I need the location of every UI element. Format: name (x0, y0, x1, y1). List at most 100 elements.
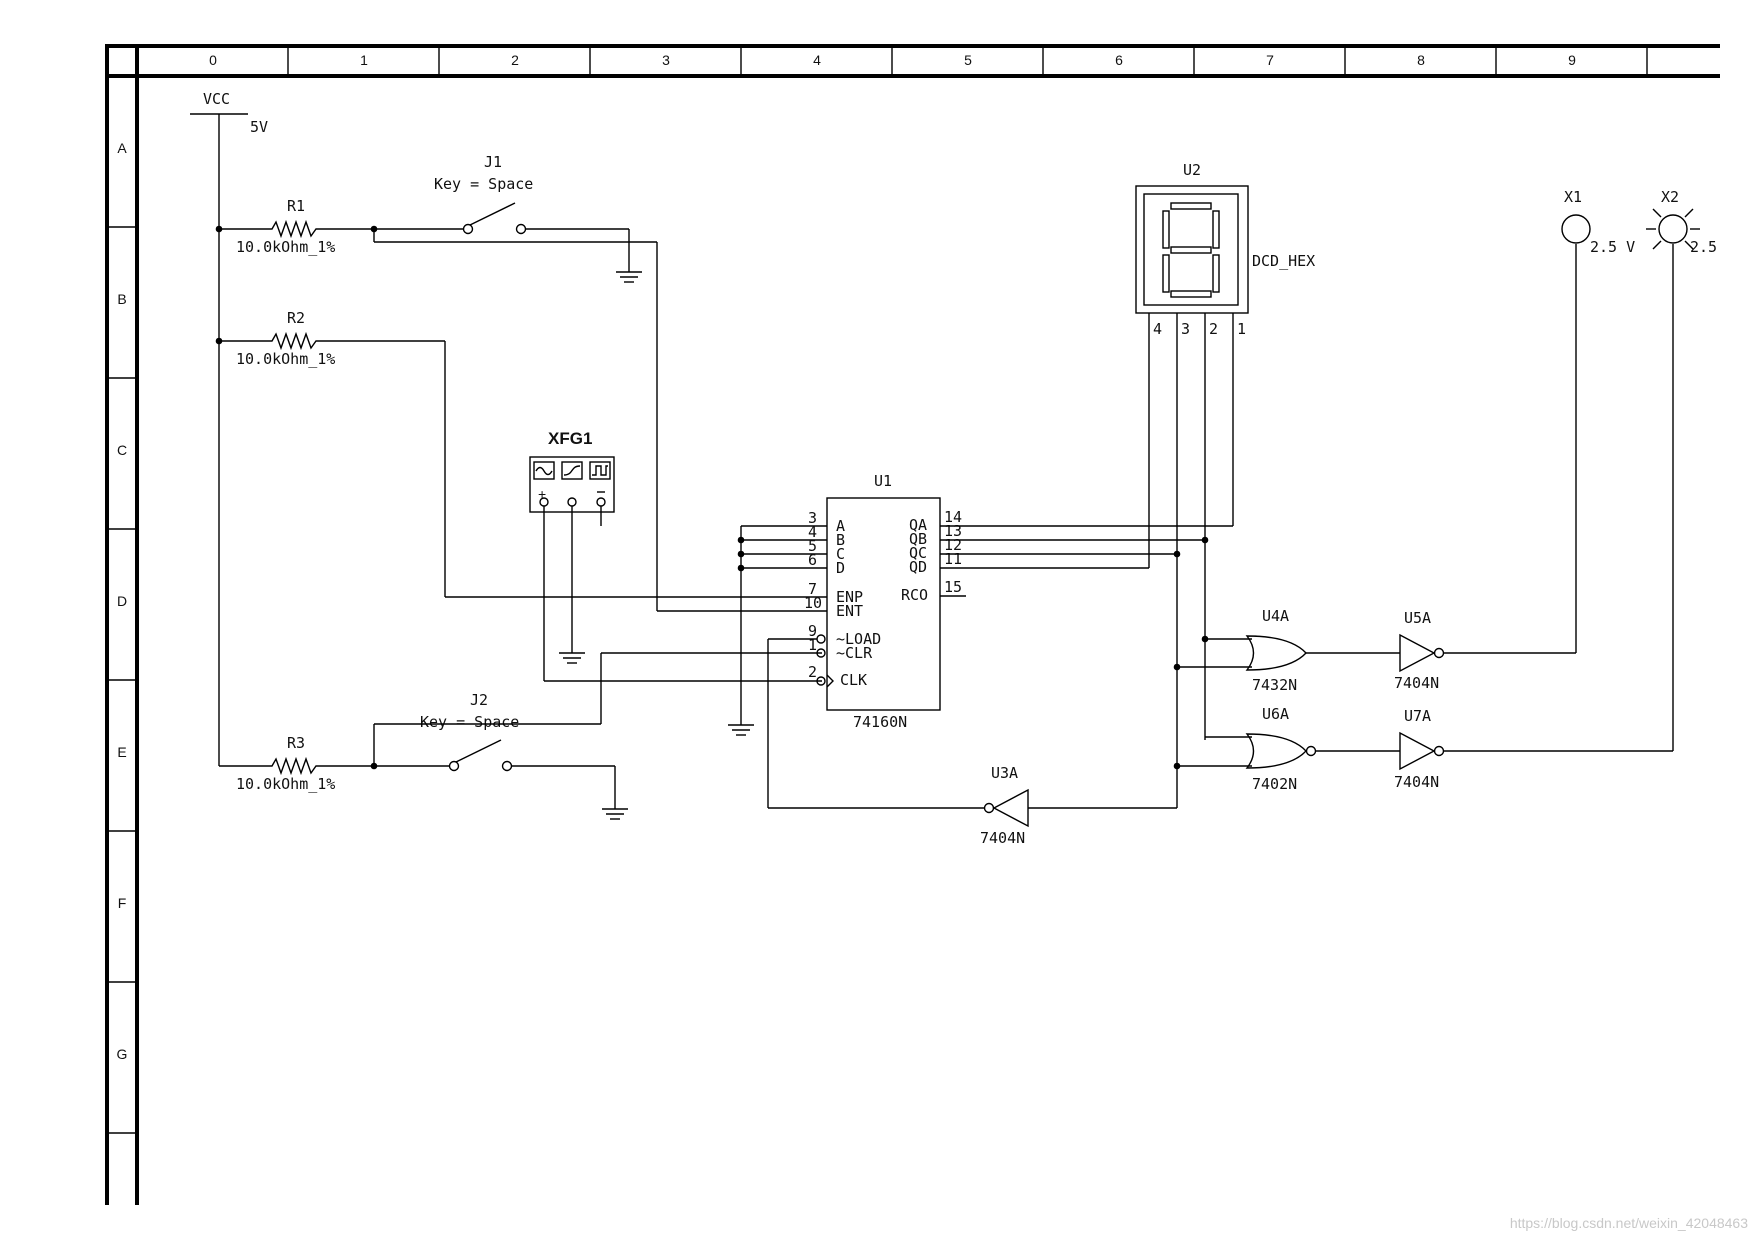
ruler-row-a: A (117, 140, 127, 156)
gate-u6a[interactable]: U6A 7402N (1177, 705, 1400, 793)
ruler-col-2: 2 (511, 52, 519, 68)
u3a-ref: U3A (991, 764, 1018, 782)
u2-pin-1: 1 (1237, 320, 1246, 338)
r1-ref: R1 (287, 197, 305, 215)
x2-ref: X2 (1661, 188, 1679, 206)
u1-pin-qc: QC (909, 544, 927, 562)
u6a-part: 7402N (1252, 775, 1297, 793)
ruler-row-d: D (117, 593, 127, 609)
ruler-col-4: 4 (813, 52, 821, 68)
switch-j2[interactable]: J2 Key = Space (373, 652, 822, 809)
j2-ref: J2 (470, 691, 488, 709)
xfg1-plus-label: + (538, 486, 546, 502)
ground-j2 (602, 808, 628, 820)
gate-u7a[interactable]: U7A 7404N (1394, 244, 1674, 791)
u1-pin-ent: ENT (836, 602, 863, 620)
resistor-r1[interactable]: R1 10.0kOhm_1% (219, 197, 374, 256)
u1-pin-7-num: 7 (808, 580, 817, 598)
j1-ref: J1 (484, 153, 502, 171)
probe-x2[interactable]: X2 2.5 (1646, 188, 1717, 256)
x1-value: 2.5 V (1590, 238, 1635, 256)
u2-part: DCD_HEX (1252, 252, 1315, 270)
u5a-ref: U5A (1404, 609, 1431, 627)
ruler-row-b: B (117, 291, 126, 307)
ruler-col-8: 8 (1417, 52, 1425, 68)
vcc-source[interactable]: VCC 5V (190, 90, 268, 766)
u2-pin-3: 3 (1181, 320, 1190, 338)
ground-xfg1 (559, 652, 585, 664)
ruler-rows: A B C D E F G (117, 140, 128, 1062)
j2-key: Key = Space (420, 713, 519, 731)
ruler-col-0: 0 (209, 52, 217, 68)
vcc-value: 5V (250, 118, 268, 136)
u1-pin-rco: RCO (901, 586, 928, 604)
xfg1-ref: XFG1 (548, 429, 592, 448)
u2-ref: U2 (1183, 161, 1201, 179)
switch-j1[interactable]: J1 Key = Space (373, 153, 658, 611)
ruler-col-1: 1 (360, 52, 368, 68)
ruler-row-c: C (117, 442, 127, 458)
u1-pin-11-num: 11 (944, 550, 962, 568)
r1-value: 10.0kOhm_1% (236, 238, 335, 256)
function-generator-xfg1[interactable]: XFG1 + (529, 429, 822, 682)
vcc-label: VCC (203, 90, 230, 108)
u1-pin-a: A (836, 517, 845, 535)
r3-value: 10.0kOhm_1% (236, 775, 335, 793)
r3-ref: R3 (287, 734, 305, 752)
u2-pin-2: 2 (1209, 320, 1218, 338)
sheet-border (105, 44, 1720, 1205)
r2-ref: R2 (287, 309, 305, 327)
u7a-part: 7404N (1394, 773, 1439, 791)
u1-pin-1-num: 1 (808, 636, 817, 654)
ruler-row-f: F (118, 895, 127, 911)
u7a-ref: U7A (1404, 707, 1431, 725)
gate-u3a[interactable]: U3A 7404N (767, 638, 1177, 847)
ground-u1 (728, 724, 754, 736)
u5a-part: 7404N (1394, 674, 1439, 692)
counter-u1[interactable]: U1 74160N 3 4 5 6 7 10 9 1 2 A B C D (657, 472, 966, 736)
u1-pin-6-num: 6 (808, 551, 817, 569)
resistor-r2[interactable]: R2 10.0kOhm_1% (219, 309, 827, 598)
u1-pin-9-num: 9 (808, 622, 817, 640)
ruler-col-6: 6 (1115, 52, 1123, 68)
ruler-row-g: G (117, 1046, 128, 1062)
u4a-part: 7432N (1252, 676, 1297, 694)
output-bus (940, 525, 1233, 770)
u1-pin-b: B (836, 531, 845, 549)
ruler-row-e: E (117, 744, 126, 760)
u1-pin-qd: QD (909, 558, 927, 576)
ruler-col-9: 9 (1568, 52, 1576, 68)
gate-u4a[interactable]: U4A 7432N (1177, 607, 1400, 694)
u1-pin-clr: ~CLR (836, 644, 873, 662)
u1-pin-10-num: 10 (804, 594, 822, 612)
r2-value: 10.0kOhm_1% (236, 350, 335, 368)
watermark: https://blog.csdn.net/weixin_42048463 (1510, 1215, 1748, 1231)
u1-ref: U1 (874, 472, 892, 490)
j1-key: Key = Space (434, 175, 533, 193)
x1-ref: X1 (1564, 188, 1582, 206)
ruler-col-5: 5 (964, 52, 972, 68)
resistor-r3[interactable]: R3 10.0kOhm_1% (219, 734, 374, 793)
x2-value: 2.5 (1690, 238, 1717, 256)
u1-pin-clk: CLK (840, 671, 867, 689)
u6a-ref: U6A (1262, 705, 1289, 723)
u3a-part: 7404N (980, 829, 1025, 847)
u1-pin-load: ~LOAD (836, 630, 881, 648)
u4a-ref: U4A (1262, 607, 1289, 625)
ruler-columns: 0 1 2 3 4 5 6 7 8 9 (209, 52, 1576, 68)
u1-pin-4-num: 4 (808, 523, 817, 541)
u1-pin-qa: QA (909, 516, 927, 534)
u1-pin-15-num: 15 (944, 578, 962, 596)
u1-pin-c: C (836, 545, 845, 563)
u1-pin-2-num: 2 (808, 663, 817, 681)
ground-j1 (616, 271, 642, 283)
u1-pin-qb: QB (909, 530, 927, 548)
gate-u5a[interactable]: U5A 7404N (1394, 244, 1577, 692)
u1-pin-d: D (836, 559, 845, 577)
ruler-col-3: 3 (662, 52, 670, 68)
u1-pin-14-num: 14 (944, 508, 962, 526)
probe-x1[interactable]: X1 2.5 V (1561, 188, 1635, 256)
u1-pin-3-num: 3 (808, 509, 817, 527)
u2-pin-4: 4 (1153, 320, 1162, 338)
